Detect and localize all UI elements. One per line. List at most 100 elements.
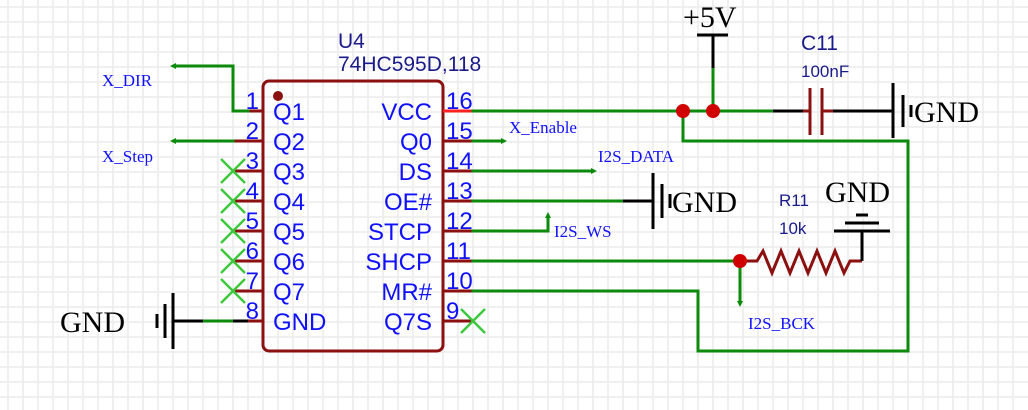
net-label-i2s-data: I2S_DATA	[598, 147, 675, 166]
port-x-enable	[501, 138, 507, 144]
junction-dot	[676, 104, 690, 118]
resistor-body	[745, 247, 862, 277]
capacitor-c11[interactable]: C11 100nF	[773, 32, 893, 135]
pin-number: 13	[446, 178, 473, 205]
pin-7[interactable]: 7 Q7	[233, 268, 305, 306]
resistor-designator: R11	[779, 191, 809, 210]
left-pins: 1 Q1 2 Q2 3 Q3 4 Q4 5 Q5 6 Q6 7 Q7 8 GND	[233, 88, 326, 336]
net-label-i2s-bck: I2S_BCK	[748, 314, 816, 333]
pin-3[interactable]: 3 Q3	[233, 148, 305, 186]
wire-mr-pullup[interactable]	[471, 109, 910, 353]
pin-name: Q3	[273, 159, 305, 186]
pin-number: 9	[446, 298, 459, 325]
pin1-marker	[273, 91, 283, 101]
pin-name: DS	[399, 159, 432, 186]
ground-label-resistor: GND	[825, 176, 890, 209]
pin-name: GND	[273, 309, 326, 336]
pin-name: Q5	[273, 219, 305, 246]
pin-name: OE#	[384, 189, 433, 216]
ic-designator: U4	[338, 30, 365, 53]
net-label-x-step: X_Step	[102, 147, 153, 166]
pin-4[interactable]: 4 Q4	[233, 178, 305, 216]
capacitor-designator: C11	[801, 32, 838, 55]
pin-number: 8	[246, 298, 259, 325]
ic-u4[interactable]: U4 74HC595D,118	[261, 30, 481, 353]
port-x-step	[170, 138, 176, 144]
power-label-5v: +5V	[683, 1, 737, 34]
pin-9[interactable]: 9 Q7S	[384, 298, 473, 336]
junctions	[676, 104, 747, 268]
ic-part-number: 74HC595D,118	[338, 53, 481, 76]
pin-name: Q0	[400, 129, 432, 156]
pin-number: 11	[446, 238, 471, 265]
ground-label-cap: GND	[914, 96, 979, 129]
port-i2s-bck	[737, 301, 743, 307]
net-label-x-enable: X_Enable	[509, 118, 577, 137]
ground-label-oe: GND	[672, 186, 737, 219]
pin-name: MR#	[381, 279, 432, 306]
wire-x-dir[interactable]	[172, 64, 250, 113]
no-connect-icon	[220, 278, 246, 304]
net-ports	[170, 63, 743, 307]
pin-5[interactable]: 5 Q5	[233, 208, 305, 246]
right-pins: 16 VCC 15 Q0 14 DS 13 OE# 12 STCP 11 SHCP 10 MR# 9 Q7S	[365, 88, 473, 336]
capacitor-value: 100nF	[801, 62, 849, 81]
pin-name: SHCP	[365, 249, 432, 276]
pin-number: 2	[246, 118, 259, 145]
pin-12[interactable]: 12 STCP	[368, 208, 473, 246]
resistor-value: 10k	[779, 219, 807, 238]
ground-port-pin8[interactable]: GND	[60, 293, 248, 349]
ground-port-cap[interactable]: GND	[891, 83, 979, 138]
pin-name: Q6	[273, 249, 305, 276]
ground-label-pin8: GND	[60, 306, 125, 339]
pin-number: 1	[246, 88, 259, 115]
net-label-x-dir: X_DIR	[102, 71, 153, 90]
pin-number: 6	[246, 238, 259, 265]
pin-name: Q7S	[384, 309, 432, 336]
no-connect-icon	[460, 308, 486, 334]
pin-name: VCC	[381, 99, 432, 126]
ic-body[interactable]	[261, 79, 445, 353]
no-connect-icon	[220, 158, 246, 184]
ground-port-resistor[interactable]: GND	[825, 176, 890, 261]
no-connect-markers	[220, 158, 486, 334]
pin-number: 15	[446, 118, 473, 145]
pin-number: 12	[446, 208, 473, 235]
power-port-5v[interactable]: +5V	[683, 1, 737, 68]
pin-16[interactable]: 16 VCC	[381, 88, 473, 126]
pin-name: Q4	[273, 189, 305, 216]
pin-number: 16	[446, 88, 473, 115]
pin-number: 3	[246, 148, 259, 175]
pin-15[interactable]: 15 Q0	[400, 118, 473, 156]
pin-2[interactable]: 2 Q2	[233, 118, 305, 156]
pin-number: 14	[446, 148, 473, 175]
pin-number: 7	[246, 268, 259, 295]
junction-dot	[733, 254, 747, 268]
no-connect-icon	[220, 218, 246, 244]
resistor-r11[interactable]: R11 10k	[745, 191, 862, 277]
pin-6[interactable]: 6 Q6	[233, 238, 305, 276]
pin-number: 5	[246, 208, 259, 235]
net-label-i2s-ws: I2S_WS	[554, 222, 612, 241]
ground-port-oe[interactable]: GND	[623, 173, 737, 229]
junction-dot	[706, 104, 720, 118]
pin-name: Q1	[273, 99, 305, 126]
no-connect-icon	[220, 248, 246, 274]
pin-name: STCP	[368, 219, 432, 246]
pin-14[interactable]: 14 DS	[399, 148, 473, 186]
pin-name: Q7	[273, 279, 305, 306]
port-x-dir	[170, 63, 176, 69]
pin-10[interactable]: 10 MR#	[381, 268, 473, 306]
pin-name: Q2	[273, 129, 305, 156]
pin-11[interactable]: 11 SHCP	[365, 238, 473, 276]
wires	[172, 64, 910, 353]
wire-i2s-ws[interactable]	[471, 214, 550, 233]
port-i2s-data	[591, 168, 597, 174]
pin-1[interactable]: 1 Q1	[233, 88, 305, 126]
port-i2s-ws	[545, 212, 551, 218]
pin-number: 10	[446, 268, 473, 295]
pin-13[interactable]: 13 OE#	[384, 178, 473, 216]
no-connect-icon	[220, 188, 246, 214]
pin-number: 4	[246, 178, 259, 205]
